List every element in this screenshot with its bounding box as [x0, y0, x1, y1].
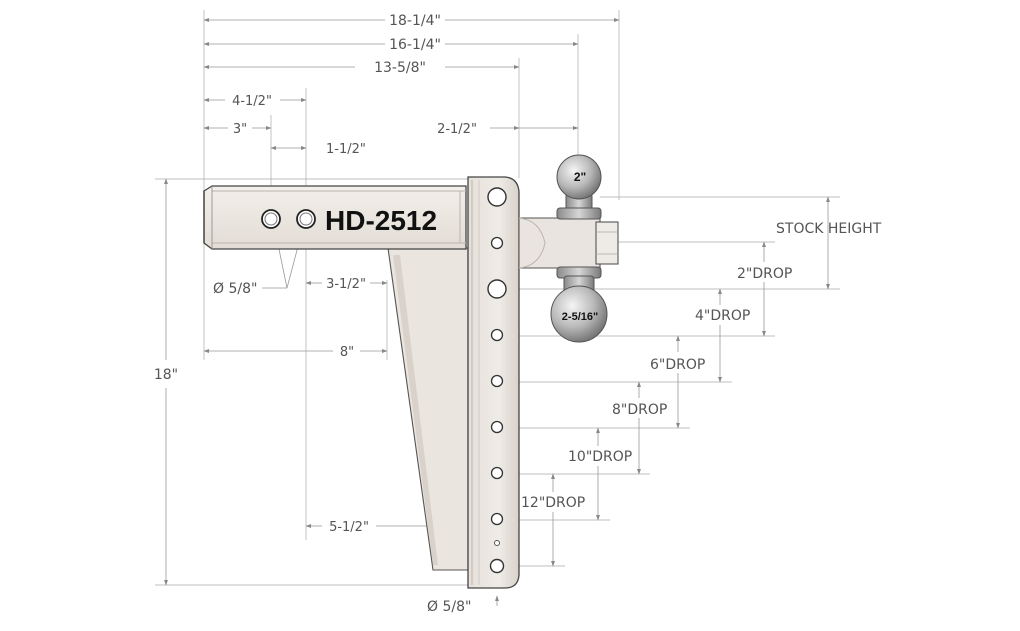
stock-height-label: STOCK HEIGHT	[776, 221, 882, 237]
dimension-drop-6: 6"DROP	[650, 335, 705, 429]
drop-2-label: 2"DROP	[737, 266, 792, 282]
model-label: HD-2512	[325, 205, 437, 236]
post-holes	[487, 187, 507, 574]
hole-outer-label: 4-1/2"	[232, 94, 272, 109]
dimension-stock-height: STOCK HEIGHT	[776, 196, 882, 290]
dimension-shank-to-ball: 16-1/4"	[203, 37, 579, 53]
post-hole-large-2	[487, 279, 507, 299]
overall-height-label: 18"	[154, 367, 178, 383]
receiver-shank	[203, 185, 467, 250]
post-hole	[490, 420, 504, 434]
ball-bottom-2-5-16in: 2-5/16"	[550, 266, 608, 343]
dimension-drop-2: 2"DROP	[737, 241, 792, 337]
hole-inner-label: 3"	[233, 122, 247, 137]
post-hole	[490, 236, 504, 250]
dimension-hole-outer: 4-1/2"	[203, 94, 307, 109]
bottom-offset-label: 5-1/2"	[329, 520, 369, 535]
dimension-overall-height: 18"	[154, 178, 178, 586]
post-hole-large-1	[487, 187, 507, 207]
dimension-drop-4: 4"DROP	[695, 288, 750, 383]
dimension-hole-offset: 1-1/2"	[270, 142, 366, 157]
post-hole	[490, 466, 504, 480]
post-hole	[490, 328, 504, 342]
drop-12-label: 12"DROP	[521, 495, 585, 511]
drop-8-label: 8"DROP	[612, 402, 667, 418]
dimension-gusset-offset: 3-1/2"	[305, 277, 388, 292]
dimension-bottom-offset: 5-1/2"	[305, 520, 438, 535]
ball-mount-arm	[518, 217, 619, 269]
ball-offset-label: 2-1/2"	[437, 122, 477, 137]
drop-10-label: 10"DROP	[568, 449, 632, 465]
dimension-drop-8: 8"DROP	[612, 381, 667, 475]
dimension-ball-offset: 2-1/2"	[437, 122, 579, 137]
gusset-plate	[387, 247, 469, 571]
dimension-drop-10: 10"DROP	[568, 427, 632, 521]
post-hole	[489, 558, 505, 574]
dimension-shank-length: 8"	[203, 345, 388, 360]
post-hole	[490, 512, 504, 526]
ball-top-2in: 2"	[556, 154, 602, 220]
dimension-shank-to-post: 13-5/8"	[203, 60, 520, 76]
ball-bottom-size-label: 2-5/16"	[562, 311, 598, 323]
drop-6-label: 6"DROP	[650, 357, 705, 373]
shank-to-ball-label: 16-1/4"	[389, 37, 441, 53]
dimension-drop-12: 12"DROP	[521, 473, 585, 567]
post-hole-small	[494, 540, 500, 546]
shank-to-post-label: 13-5/8"	[374, 60, 426, 76]
ball-top-size-label: 2"	[574, 170, 586, 184]
dimension-hole-inner: 3"	[203, 122, 272, 137]
drop-4-label: 4"DROP	[695, 308, 750, 324]
shank-length-label: 8"	[340, 345, 354, 360]
post-hole-leader: Ø 5/8"	[427, 595, 499, 615]
shank-hole-1	[261, 209, 281, 229]
gusset-offset-label: 3-1/2"	[326, 277, 366, 292]
shank-hole-diameter-label: Ø 5/8"	[213, 281, 257, 297]
hole-offset-label: 1-1/2"	[326, 142, 366, 157]
dimension-overall-length: 18-1/4"	[203, 13, 620, 29]
post-hole-diameter-label: Ø 5/8"	[427, 599, 471, 615]
shank-hole-2	[296, 209, 316, 229]
overall-length-label: 18-1/4"	[389, 13, 441, 29]
post-hole	[490, 374, 504, 388]
